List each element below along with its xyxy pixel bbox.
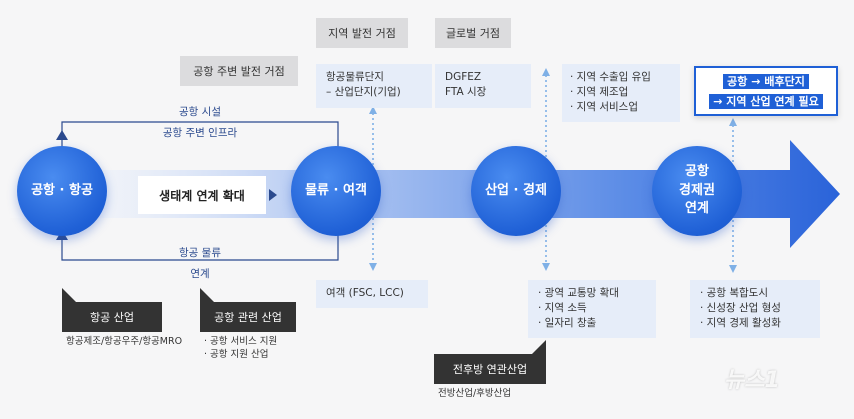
node-airport-economic-zone: 공항 경제권 연계	[652, 146, 742, 236]
ecosystem-expansion-label: 생태계 연계 확대	[159, 188, 245, 203]
note-forward-backward: 전방산업/후방산업	[438, 388, 512, 399]
node-industry-label: 산업 · 경제	[485, 182, 547, 198]
callout-line1: 공항 → 배후단지	[694, 73, 838, 89]
node-econ-line1: 공항	[685, 163, 709, 179]
arc-label-air-logistics: 항공 물류	[179, 247, 221, 259]
econ-item: · 공항 복합도시	[700, 287, 768, 299]
econ-item: · 신성장 산업 형성	[700, 302, 781, 315]
node-econ-line3: 연계	[685, 201, 709, 217]
box-economic-items: · 공항 복합도시 · 신성장 산업 형성 · 지역 경제 활성화	[690, 280, 820, 338]
regional-item: · 지역 수출입 유입	[570, 71, 651, 83]
node-logistics-label: 물류 · 여객	[305, 182, 367, 198]
arc-label-airport-facility: 공항 시설	[179, 106, 221, 118]
tag-aviation-industry: 항공 산업	[90, 311, 134, 324]
tag-airport-related-shape	[200, 288, 296, 332]
tag-airport-related-industry: 공항 관련 산업	[214, 311, 282, 324]
tag-forward-backward-shape	[434, 340, 546, 384]
note-related-2: · 공항 지원 산업	[204, 349, 269, 360]
regional-item: · 지역 서비스업	[570, 101, 638, 114]
callout-line2: → 지역 산업 연계 필요	[694, 93, 838, 109]
callout-word-regional-link: 지역 산업 연계 필요	[726, 95, 819, 108]
arrow-right-icon: →	[751, 75, 761, 88]
box-global: DGFEZ FTA 시장	[435, 64, 531, 108]
box-passenger-line: 여객 (FSC, LCC)	[326, 287, 404, 299]
econ-item: · 지역 경제 활성화	[700, 317, 781, 330]
box-global-line1: DGFEZ	[445, 71, 482, 83]
arrow-right-icon: →	[713, 95, 723, 108]
node-logistics-passenger: 물류 · 여객	[291, 146, 381, 236]
tag-aviation-industry-shape	[62, 288, 162, 332]
box-industry-items: · 광역 교통망 확대 · 지역 소득 · 일자리 창출	[528, 280, 656, 338]
note-aviation-industry: 항공제조/항공우주/항공MRO	[66, 336, 183, 347]
box-global-line2: FTA 시장	[445, 86, 487, 99]
tag-forward-backward-industry: 전후방 연관산업	[452, 363, 528, 376]
box-logistics-line1: 항공물류단지	[326, 71, 384, 83]
callout-word-airport: 공항	[727, 75, 748, 88]
box-logistics-complex: 항공물류단지 – 산업단지(기업)	[316, 64, 432, 108]
industry-item: · 지역 소득	[538, 302, 587, 315]
industry-item: · 광역 교통망 확대	[538, 287, 619, 299]
node-airport-aviation: 공항 · 항공	[17, 146, 107, 236]
tag-airport-surround-hub: 공항 주변 발전 거점	[180, 56, 298, 86]
regional-item: · 지역 제조업	[570, 86, 629, 99]
arc-label-airport-infra: 공항 주변 인프라	[162, 127, 238, 139]
watermark-text: 뉴스1	[724, 368, 780, 393]
box-regional-items: · 지역 수출입 유입 · 지역 제조업 · 지역 서비스업	[562, 64, 680, 122]
arc-label-linkage: 연계	[190, 268, 210, 280]
ecosystem-expansion-box: 생태계 연계 확대	[138, 176, 266, 214]
node-industry-economy: 산업 · 경제	[471, 146, 561, 236]
arrow-right-icon	[269, 189, 277, 201]
callout-word-hinterland: 배후단지	[764, 75, 805, 88]
box-logistics-line2: – 산업단지(기업)	[326, 86, 401, 99]
note-related-1: · 공항 서비스 지원	[204, 336, 278, 347]
tag-regional-hub: 지역 발전 거점	[316, 18, 408, 48]
node-econ-line2: 경제권	[679, 182, 715, 198]
node-airport-label: 공항 · 항공	[31, 182, 93, 198]
tag-global-hub: 글로벌 거점	[435, 18, 511, 48]
news1-watermark-logo: 뉴스1	[724, 362, 780, 394]
industry-item: · 일자리 창출	[538, 317, 597, 330]
box-passenger: 여객 (FSC, LCC)	[316, 280, 428, 308]
